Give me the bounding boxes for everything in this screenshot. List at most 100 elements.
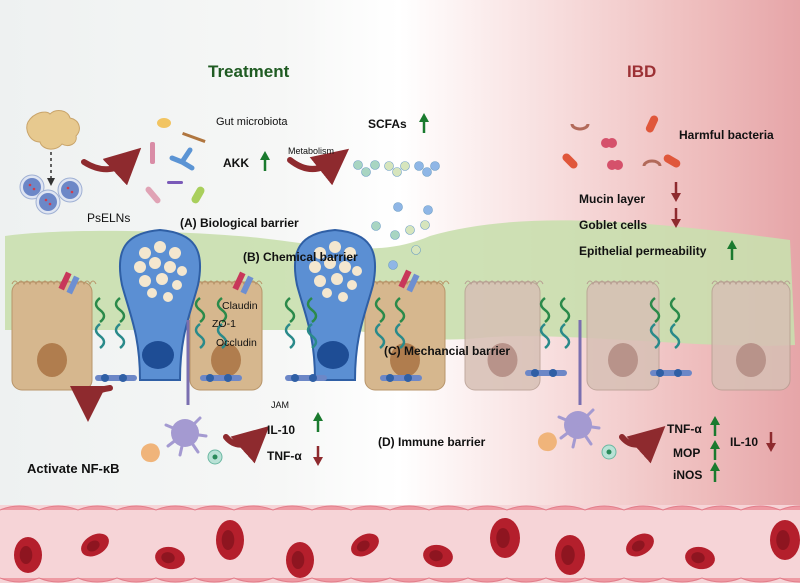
nucleus bbox=[37, 343, 67, 377]
endothelial-cell bbox=[233, 577, 274, 583]
ibd-cytokine-inos: iNOS bbox=[673, 468, 703, 482]
scfa-particle bbox=[422, 167, 432, 177]
epithelial-cell bbox=[189, 281, 263, 391]
endothelial-cell bbox=[0, 577, 40, 583]
trend-arrows bbox=[260, 113, 776, 482]
ibd-epithelium bbox=[464, 280, 791, 391]
receptor-icon bbox=[58, 269, 420, 295]
scfa-particles bbox=[353, 160, 440, 270]
endothelial-cell bbox=[623, 505, 664, 511]
jam-node bbox=[101, 374, 109, 382]
tight-junctions bbox=[94, 297, 692, 382]
pselns-label: PsELNs bbox=[87, 211, 131, 225]
ibd-title: IBD bbox=[627, 62, 657, 81]
junction-strand bbox=[114, 323, 126, 349]
epithelial-cell bbox=[11, 281, 93, 391]
endothelial-cell bbox=[701, 505, 742, 511]
dashed-arrow-head bbox=[47, 178, 55, 186]
endothelial-cell bbox=[467, 577, 508, 583]
microvilli bbox=[586, 280, 660, 286]
red-blood-cell-center bbox=[561, 545, 575, 565]
red-blood-cell-center bbox=[161, 552, 175, 564]
endothelial-cell bbox=[311, 577, 352, 583]
ibd-cytokine-mop: MOP bbox=[673, 446, 701, 460]
biological-barrier-label: (A) Biological barrier bbox=[180, 216, 299, 230]
endothelial-cell bbox=[272, 577, 313, 583]
scfa-particle bbox=[388, 260, 398, 270]
junction-strand bbox=[194, 297, 206, 323]
scfa-particle bbox=[371, 221, 381, 231]
endothelial-cell bbox=[662, 577, 703, 583]
scfa-particle bbox=[423, 205, 433, 215]
dendritic-cell bbox=[164, 320, 601, 457]
ibd-effect-mucin: Mucin layer bbox=[579, 192, 646, 206]
red-blood-cell-center bbox=[776, 530, 790, 550]
nfkb-label: Activate NF-κB bbox=[27, 461, 120, 476]
endothelial-cell bbox=[623, 577, 664, 583]
microvilli bbox=[711, 280, 791, 286]
endothelial-cell bbox=[155, 577, 196, 583]
endothelial-cell bbox=[428, 577, 469, 583]
red-blood-cell-center bbox=[496, 528, 510, 548]
endothelial-cell bbox=[272, 505, 313, 511]
scfa-particle bbox=[361, 167, 371, 177]
junction-strand bbox=[669, 323, 681, 349]
endothelial-cell bbox=[740, 577, 781, 583]
scfa-particle bbox=[411, 245, 421, 255]
jam-node bbox=[119, 374, 127, 382]
endothelial-cell bbox=[389, 577, 430, 583]
junction-strand bbox=[94, 323, 106, 349]
chemical-barrier-label: (B) Chemical barrier bbox=[243, 250, 358, 264]
junction-strand bbox=[306, 297, 318, 323]
jam-node bbox=[291, 374, 299, 382]
endothelial-cell bbox=[740, 505, 781, 511]
ginger-icon bbox=[26, 110, 80, 150]
endothelial-cell bbox=[467, 505, 508, 511]
up-arrow-icon bbox=[419, 113, 429, 133]
microvilli bbox=[364, 280, 450, 286]
zo1-label: ZO-1 bbox=[212, 318, 236, 330]
scfa-particle bbox=[384, 161, 394, 171]
treatment-cytokine-tnfa: TNF-α bbox=[267, 449, 302, 463]
scfa-particle bbox=[370, 160, 380, 170]
junction-strand bbox=[649, 323, 661, 349]
nucleus bbox=[736, 343, 766, 377]
occludin-label: Occludin bbox=[216, 337, 257, 349]
endothelial-cell bbox=[194, 577, 235, 583]
immune-barrier-label: (D) Immune barrier bbox=[378, 435, 486, 449]
red-blood-cell-center bbox=[19, 546, 33, 564]
endothelial-cell bbox=[116, 505, 157, 511]
scfa-particle bbox=[420, 220, 430, 230]
red-blood-cell-center bbox=[356, 540, 370, 552]
nucleus bbox=[211, 343, 241, 377]
down-arrow-icon bbox=[671, 182, 681, 202]
endothelial-cell bbox=[38, 505, 79, 511]
endothelial-cell bbox=[506, 577, 547, 583]
endothelial-cell bbox=[428, 505, 469, 511]
harmful-bacteria-label: Harmful bacteria bbox=[679, 128, 774, 142]
scfa-particle bbox=[400, 161, 410, 171]
akk-label: AKK bbox=[223, 156, 249, 170]
blood-vessel bbox=[0, 505, 800, 583]
mechanical-barrier-label: (C) Mechancial barrier bbox=[384, 344, 511, 358]
up-arrow-icon bbox=[260, 151, 270, 171]
endothelial-cell bbox=[701, 577, 742, 583]
down-arrow-icon bbox=[313, 446, 323, 466]
junction-strand bbox=[559, 323, 571, 349]
jam-node bbox=[386, 374, 394, 382]
jam-node bbox=[224, 374, 232, 382]
endothelial-cell bbox=[38, 577, 79, 583]
up-arrow-icon bbox=[727, 240, 737, 260]
junction-strand bbox=[539, 297, 551, 323]
up-arrow-icon bbox=[313, 412, 323, 432]
treatment-epithelium bbox=[11, 280, 450, 391]
junction-strand bbox=[306, 323, 318, 349]
endothelial-cell bbox=[584, 505, 625, 511]
down-arrow-icon bbox=[766, 432, 776, 452]
endothelial-cell bbox=[506, 505, 547, 511]
lymphocyte-icon bbox=[207, 444, 617, 465]
junction-strand bbox=[374, 297, 386, 323]
gut-microbiota-icons bbox=[145, 118, 206, 204]
nanoparticle-icon bbox=[19, 174, 83, 215]
